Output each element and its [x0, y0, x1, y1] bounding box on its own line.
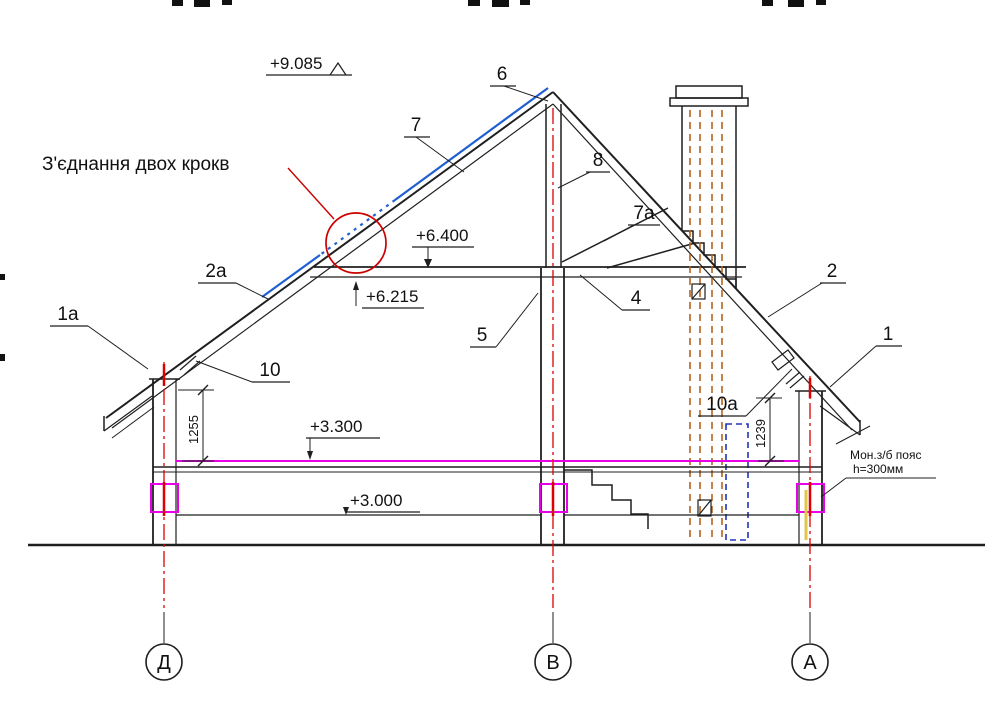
callout-6: 6: [490, 64, 549, 102]
callout-1-label: 1: [883, 324, 894, 345]
elevation-ridge: +9.085: [266, 54, 352, 76]
axis-bubble-center: В: [534, 643, 572, 681]
dimension-right-value: 1239: [753, 419, 768, 448]
flue-openings: [691, 283, 712, 517]
axis-bubble-left: Д: [145, 643, 183, 681]
dimension-right: 1239: [753, 392, 784, 467]
callout-1a-label: 1а: [57, 304, 79, 325]
elevation-ridge-value: +9.085: [270, 54, 322, 73]
axis-bubble-right: А: [791, 643, 829, 681]
callout-10: 10: [195, 360, 290, 383]
callout-2-label: 2: [827, 261, 838, 282]
ceiling-slab: [153, 460, 822, 516]
rafter-joint-text: З'єднання двох крокв: [42, 154, 229, 175]
purlin-block: [771, 349, 795, 371]
callout-7a: 7а: [603, 203, 660, 242]
elevation-collar-under-value: +6.215: [366, 287, 418, 306]
belt-note-line1: Мон.з/б пояс: [850, 448, 921, 462]
dimension-left: 1255: [178, 384, 214, 467]
chimney-flue-hidden-lines: [689, 110, 723, 538]
elevation-ceiling-value: +3.300: [310, 417, 362, 436]
callout-5: 5: [470, 292, 539, 348]
callout-7-label: 7: [411, 115, 422, 136]
callout-2a-label: 2а: [205, 261, 227, 282]
callout-10-label: 10: [259, 360, 280, 381]
callout-7a-label: 7а: [633, 203, 655, 224]
stairs: [564, 469, 649, 529]
roof-struts: [561, 207, 696, 269]
callout-8-label: 8: [593, 150, 604, 171]
rafter-joint-annotation: З'єднання двох крокв: [42, 154, 387, 274]
cropped-title-fragments: [0, 0, 826, 361]
blue-rafter-line: [261, 87, 549, 298]
callout-6-label: 6: [497, 64, 508, 85]
dimension-left-value: 1255: [186, 415, 201, 444]
callout-5-label: 5: [477, 325, 488, 346]
axis-letter-left: Д: [157, 652, 171, 674]
belt-note-line2: h=300мм: [853, 462, 903, 476]
callout-4-label: 4: [631, 288, 642, 309]
callout-1: 1: [829, 324, 902, 388]
callout-7: 7: [404, 115, 465, 173]
axis-letter-right: А: [803, 652, 817, 674]
axis-letter-center: В: [546, 652, 559, 674]
callout-10a-label: 10а: [706, 394, 738, 415]
axis-lines: [163, 108, 811, 608]
callout-4: 4: [579, 274, 650, 311]
elevation-floor-value: +3.000: [350, 491, 402, 510]
right-eave-detail: [771, 349, 871, 445]
callout-2: 2: [767, 261, 846, 318]
left-eave-detail: [103, 355, 201, 439]
elevation-collar-under: +6.215: [353, 281, 424, 309]
belt-note: Мон.з/б пояс h=300мм: [820, 448, 936, 498]
elevation-ceiling: +3.300: [306, 417, 380, 460]
callout-10a: 10а: [698, 368, 793, 417]
belt-sections: [150, 482, 825, 540]
collar-beam: [310, 266, 746, 278]
axis-wall-ticks: [162, 364, 812, 643]
callout-2a: 2а: [198, 261, 269, 300]
chimney-corbel-steps: [682, 230, 737, 289]
callout-1a: 1а: [50, 304, 149, 370]
elevation-floor: +3.000: [343, 491, 420, 515]
elevation-collar-top: +6.400: [412, 226, 474, 268]
elevation-collar-top-value: +6.400: [416, 226, 468, 245]
chimney: [669, 85, 749, 289]
hidden-duct-outline: [725, 423, 749, 541]
rafter-joint-circle: [325, 212, 387, 274]
callout-8: 8: [557, 150, 610, 189]
